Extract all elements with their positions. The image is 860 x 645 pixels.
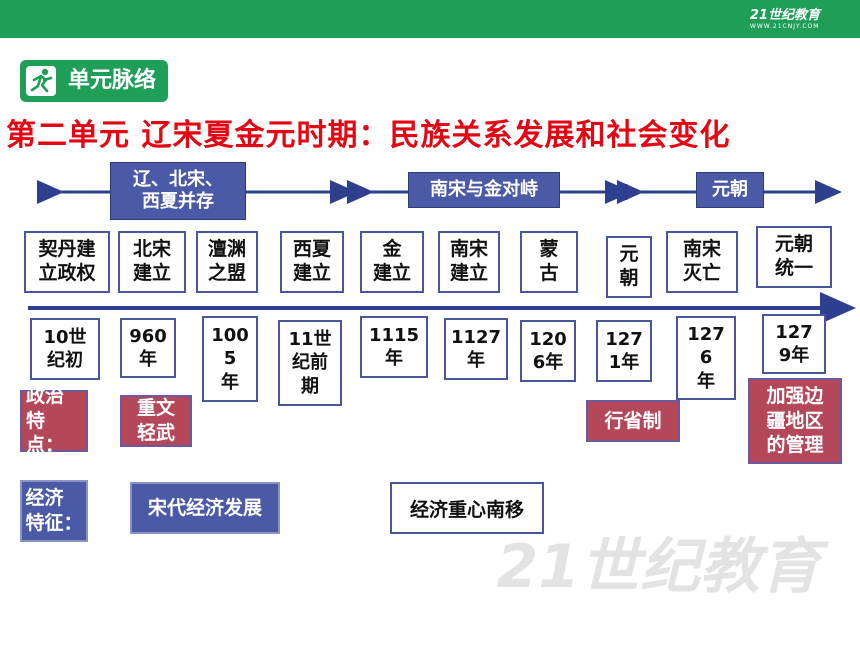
year-label: 100 5 年 [211, 324, 249, 393]
year-label: 11世 纪前 期 [288, 328, 332, 397]
year-box: 120 6年 [520, 320, 576, 382]
runner-icon [26, 66, 56, 96]
economy-shift-box: 经济重心南移 [390, 482, 544, 534]
period-label: 南宋与金对峙 [430, 179, 538, 201]
year-label: 960 年 [129, 325, 167, 370]
event-box: 元 朝 [606, 236, 652, 298]
year-label: 127 9年 [775, 321, 813, 366]
politics-yuan-province-text: 行省制 [604, 409, 662, 432]
year-label: 127 1年 [605, 328, 643, 373]
event-box: 金 建立 [360, 231, 424, 293]
year-label: 120 6年 [529, 328, 567, 373]
event-label: 西夏 建立 [292, 238, 331, 284]
event-box: 元朝 统一 [756, 226, 832, 288]
politics-yuan-border-box: 加强边 疆地区 的管理 [748, 378, 842, 464]
logo-subtext: WWW.21CNJY.COM [749, 23, 820, 30]
event-label: 北宋 建立 [132, 238, 171, 284]
economy-song-box: 宋代经济发展 [130, 482, 280, 534]
event-label: 南宋 灭亡 [682, 238, 721, 284]
event-label: 金 建立 [372, 238, 411, 284]
economy-shift-text: 经济重心南移 [409, 498, 524, 521]
section-tag-label: 单元脉络 [68, 68, 157, 93]
top-banner [0, 0, 860, 38]
unit-title: 第二单元 辽宋夏金元时期：民族关系发展和社会变化 [6, 118, 731, 153]
year-box: 1115 年 [360, 316, 428, 378]
year-label: 1127 年 [450, 326, 502, 371]
year-box: 127 1年 [596, 320, 652, 382]
event-box: 蒙 古 [520, 231, 578, 293]
politics-song-text: 重文 轻武 [136, 397, 175, 444]
politics-song-box: 重文 轻武 [120, 395, 192, 447]
watermark: 21世纪教育 [496, 532, 821, 602]
politics-yuan-province-box: 行省制 [586, 400, 680, 442]
period-yuan: 元朝 [696, 172, 764, 208]
year-box: 10世 纪初 [30, 318, 100, 380]
year-box: 1127 年 [444, 318, 508, 380]
event-box: 西夏 建立 [280, 231, 344, 293]
period-liao-song-xia: 辽、北宋、 西夏并存 [110, 162, 246, 220]
year-box: 960 年 [120, 318, 176, 378]
brand-logo: 21世纪教育 WWW.21CNJY.COM [750, 4, 820, 30]
year-box: 100 5 年 [202, 316, 258, 402]
event-box: 契丹建 立政权 [24, 231, 110, 293]
period-label: 元朝 [712, 179, 748, 201]
economy-song-text: 宋代经济发展 [147, 496, 262, 519]
logo-text: 21世纪教育 [749, 8, 820, 23]
event-label: 蒙 古 [539, 238, 559, 284]
event-label: 南宋 建立 [449, 238, 488, 284]
year-box: 127 9年 [762, 314, 826, 374]
year-label: 1115 年 [368, 324, 420, 369]
event-box: 北宋 建立 [118, 231, 186, 293]
year-label: 127 6 年 [687, 323, 725, 392]
economy-label: 经济 特征： [25, 487, 83, 534]
year-box: 11世 纪前 期 [278, 320, 342, 406]
event-label: 契丹建 立政权 [38, 238, 96, 284]
event-box: 南宋 建立 [438, 231, 500, 293]
economy-label-box: 经济 特征： [20, 480, 88, 542]
politics-label: 政治 特点： [26, 384, 65, 457]
event-label: 元朝 统一 [774, 233, 813, 279]
event-box: 南宋 灭亡 [666, 231, 738, 293]
event-label: 澶渊 之盟 [207, 238, 246, 284]
event-box: 澶渊 之盟 [196, 231, 258, 293]
period-label: 辽、北宋、 西夏并存 [133, 169, 223, 212]
event-label: 元 朝 [619, 243, 639, 289]
year-box: 127 6 年 [676, 316, 736, 400]
politics-yuan-border-text: 加强边 疆地区 的管理 [766, 384, 824, 457]
politics-label-box: 政治 特点： [20, 385, 88, 456]
year-label: 10世 纪初 [43, 326, 87, 371]
period-southern-song-jin: 南宋与金对峙 [408, 172, 560, 208]
